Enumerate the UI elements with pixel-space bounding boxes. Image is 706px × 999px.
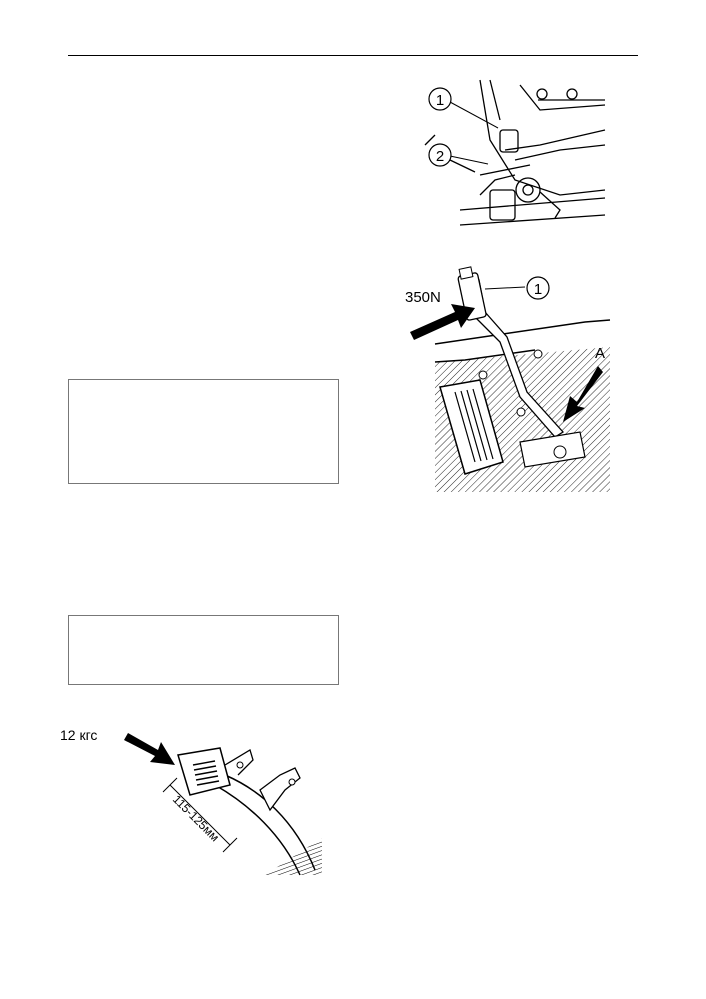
linkage-illustration: 1 2	[424, 79, 606, 226]
callout-1: 1	[436, 92, 444, 109]
dimension-label: 115-125мм	[170, 792, 222, 844]
force-label-12kgs: 12 кгс	[60, 727, 97, 743]
empty-frame-2	[68, 615, 339, 685]
arrow-label-a: A	[595, 345, 605, 362]
empty-frame-1	[68, 379, 339, 484]
pedal-illustration: 12 кгс 115-125мм	[60, 727, 322, 876]
callout-2: 2	[436, 148, 444, 165]
header-rule	[68, 55, 638, 56]
parking-brake-illustration: 350N 1 A	[405, 266, 611, 492]
force-label-350n: 350N	[405, 289, 441, 306]
callout-1b: 1	[534, 281, 542, 298]
